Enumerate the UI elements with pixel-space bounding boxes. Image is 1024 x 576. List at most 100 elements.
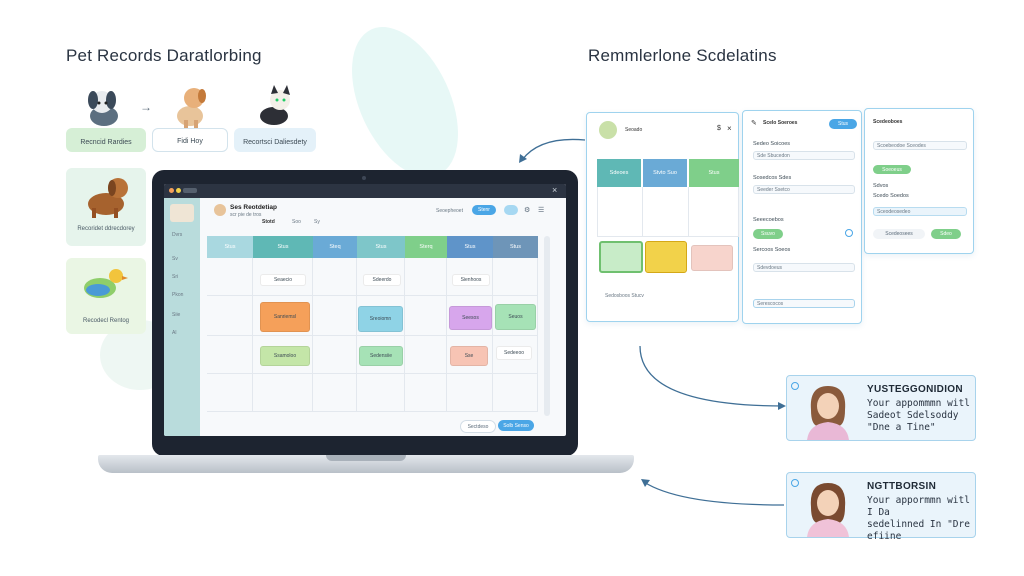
pet-avatar	[170, 204, 194, 222]
calendar-event[interactable]: Sienhoos	[452, 274, 490, 286]
calendar-event[interactable]: Sedeeoo	[496, 346, 532, 360]
calendar-event[interactable]: Seuos	[495, 304, 536, 330]
calendar-header: Stus	[493, 236, 538, 258]
app-sidebar: Dvrs Sv Sri Pkon Siie Al	[164, 198, 200, 436]
calendar-scrollbar[interactable]	[544, 236, 550, 416]
reminder-label: Sdvos	[873, 183, 889, 189]
app-subtitle: scr pie de tros	[230, 212, 262, 218]
search-label[interactable]: Seoepheoet	[436, 208, 463, 214]
calendar-event[interactable]: Sdeerdo	[363, 274, 401, 286]
calendar-header: Stus	[357, 236, 405, 258]
pet-card-2[interactable]: Fidi Hoy	[152, 128, 228, 152]
cat-icon	[260, 85, 290, 125]
form-label: Sercoos Soeos	[753, 247, 791, 253]
form-label: Sosedcos Sdes	[753, 175, 792, 181]
bird-icon	[84, 269, 128, 298]
tab[interactable]: Stotd	[262, 219, 275, 225]
laptop-notch	[326, 455, 406, 461]
laptop-base	[98, 455, 634, 473]
close-icon[interactable]: ×	[727, 124, 732, 133]
reminder-label: Scedo Soedos	[873, 193, 909, 199]
calendar-event[interactable]: Ssamoloo	[260, 346, 310, 366]
calendar-header: Stvto Suo	[643, 159, 687, 187]
action-button[interactable]: Stenr	[472, 205, 496, 215]
notification-body: Your appormmn witl I Da sedelinned In "D…	[867, 495, 970, 542]
calendar-event-selected[interactable]	[599, 241, 643, 273]
form-action-button[interactable]: Stus	[829, 119, 857, 129]
woman-avatar	[807, 386, 849, 440]
notification-title: YUSTEGGONIDION	[867, 384, 963, 395]
calendar-event[interactable]: Sanriemsl	[260, 302, 310, 332]
form-title: Scelo Soeroes	[763, 120, 798, 126]
reminder-input[interactable]: Sceodeosedeo	[873, 207, 967, 216]
calendar-event[interactable]: Sedensiie	[359, 346, 403, 366]
app-window: × Dvrs Sv Sri Pkon Siie Al Ses Reotdetia…	[164, 184, 566, 436]
settings-icon[interactable]: ⚙	[524, 207, 531, 214]
user-avatar	[214, 204, 226, 216]
tab[interactable]: Sy	[314, 219, 320, 225]
reminder-settings-panel: Scedeoboes Scoebeodoe Sceodes Soeoeus Sd…	[864, 108, 974, 254]
calendar-header: Stus	[253, 236, 313, 258]
calendar-header: Stus	[689, 159, 739, 187]
woman-avatar	[807, 483, 849, 537]
pet-card-3[interactable]: Recortsci Daliesdety	[234, 128, 316, 152]
close-icon[interactable]: ×	[552, 185, 558, 195]
calendar-event[interactable]: Sreoiomn	[358, 306, 403, 332]
notification-body: Your appommmn witl Sadeot Sdelsoddy "Dne…	[867, 398, 970, 433]
user-avatar	[599, 121, 617, 139]
calendar-event[interactable]: Sse	[450, 346, 488, 366]
sidebar-item[interactable]: Siie	[172, 312, 181, 318]
app-title: Ses Reotdetiap	[230, 204, 277, 211]
reminder-field[interactable]: Scoebeodoe Sceodes	[873, 141, 967, 150]
menu-icon[interactable]: ☰	[538, 207, 545, 214]
sidebar-item[interactable]: Dvrs	[172, 232, 183, 238]
calendar-panel: Seoado $ × Sdeoes Stvto Suo Stus Sedosbo…	[586, 112, 739, 322]
reminder-chip[interactable]: Soeoeus	[873, 165, 911, 174]
notification-card-2[interactable]: NGTTBORSIN Your appormmn witl I Da sedel…	[786, 472, 976, 542]
notification-icon[interactable]	[504, 205, 518, 215]
calendar-event-highlight[interactable]	[645, 241, 687, 273]
panel-caption: Sedosboos Stucv	[605, 293, 644, 299]
form-label: Seeecoebos	[753, 217, 784, 223]
calendar-header: Sterq	[405, 236, 447, 258]
tab[interactable]: Soo	[292, 219, 301, 225]
sidebar-item[interactable]: Sv	[172, 256, 178, 262]
sidebar-item[interactable]: Sri	[172, 274, 179, 280]
form-field[interactable]: Sdevdoeus	[753, 263, 855, 272]
dog-icon	[177, 88, 206, 129]
browser-bar: ×	[164, 184, 566, 198]
form-field[interactable]: Sde Sbucedon	[753, 151, 855, 160]
reminder-save-button[interactable]: Sdeo	[931, 229, 961, 239]
notification-dot-icon	[791, 382, 799, 390]
appointment-form-panel: ✎ Scelo Soeroes Stus Sedeo Soicoes Sde S…	[742, 110, 862, 324]
calendar-header: Stus	[207, 236, 253, 258]
calendar-header: Sdeoes	[597, 159, 641, 187]
sidebar-item[interactable]: Pkon	[172, 292, 184, 298]
puppy-icon	[88, 91, 118, 126]
radio-icon[interactable]	[845, 229, 853, 237]
brown-dog-icon	[88, 178, 128, 218]
calendar-event[interactable]: Seaecio	[260, 274, 306, 286]
pet-card-4-label: Recoridet ddrecdorey	[77, 226, 135, 232]
pet-card-1[interactable]: Recncid Rardies	[66, 128, 146, 152]
reminder-cancel-button[interactable]: Scedeosees	[873, 229, 925, 239]
reminder-title: Scedeoboes	[873, 119, 903, 125]
confirm-button[interactable]: Solb Senso	[498, 420, 534, 431]
calendar-header: Steq	[313, 236, 357, 258]
cancel-button[interactable]: Sectdeso	[460, 420, 496, 433]
dollar-icon: $	[717, 125, 721, 132]
calendar-event[interactable]	[691, 245, 733, 271]
calendar-header: Stus	[447, 236, 493, 258]
arrow-right-icon: →	[140, 100, 152, 114]
calendar-event[interactable]: Seesos	[449, 306, 492, 330]
pet-records-title: Pet Records Daratlorbing	[66, 46, 262, 65]
form-label: Sedeo Soicoes	[753, 141, 790, 147]
webcam-icon	[362, 176, 366, 180]
reminders-title: Remmlerlone Scdelatins	[588, 46, 777, 65]
notification-card-1[interactable]: YUSTEGGONIDION Your appommmn witl Sadeot…	[786, 375, 976, 441]
form-field[interactable]: Serescocos	[753, 299, 855, 308]
form-field[interactable]: Seeder Ssetco	[753, 185, 855, 194]
pet-card-5-label: Recodecl Rentog	[82, 318, 130, 324]
sidebar-item[interactable]: Al	[172, 330, 177, 336]
toggle-switch[interactable]: Ssuvo	[753, 229, 783, 239]
